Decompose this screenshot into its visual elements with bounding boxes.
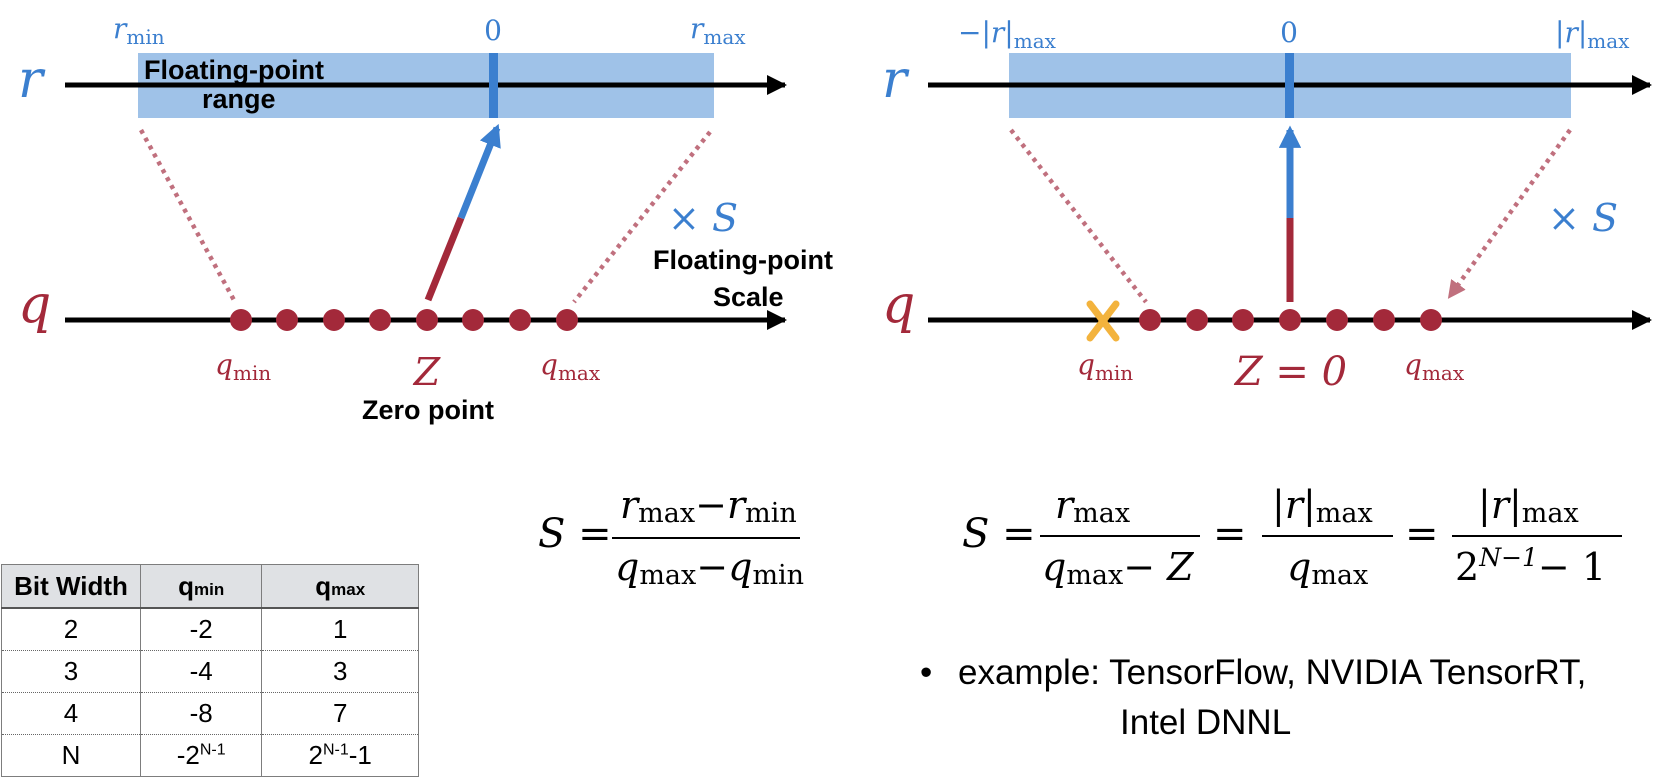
- formula-right-eq3: =: [1405, 511, 1439, 557]
- right-r-zero-label: 0: [1280, 16, 1298, 49]
- example-line2: Intel DNNL: [1120, 703, 1292, 742]
- left-dotted-max-line: [572, 130, 712, 304]
- formula-right-f3-denominator: 2N−1− 1: [1455, 543, 1606, 589]
- table-row: 4 -8 7: [1, 692, 419, 735]
- left-dotted-min-line: [139, 128, 237, 304]
- left-scale-label-line1: Floating-point: [653, 245, 833, 275]
- left-q-point: [230, 309, 252, 331]
- right-r-axis-label: r: [882, 50, 910, 110]
- left-scale-symbol: × S: [668, 196, 738, 240]
- right-q-point: [1279, 309, 1301, 331]
- left-q-point: [509, 309, 531, 331]
- cell-bits: 3: [1, 650, 141, 693]
- cell-bits: N: [1, 734, 141, 777]
- formula-right-f1-denominator: qmax− Z: [1042, 545, 1194, 591]
- left-q-min-label: qmin: [215, 348, 271, 385]
- left-zero-point-label: Zero point: [362, 395, 494, 425]
- x-mark-icon: [1086, 300, 1120, 342]
- left-r-max-label: rmax: [690, 12, 746, 49]
- table-row: 2 -2 1: [1, 608, 419, 651]
- left-q-point: [462, 309, 484, 331]
- left-diagram: r rmin 0 rmax Floating-point range q: [18, 12, 833, 425]
- left-q-point: [323, 309, 345, 331]
- formula-left-numerator: rmax−rmin: [620, 483, 797, 529]
- table-header-row: Bit Width qmin qmax: [1, 564, 419, 609]
- formula-right-eq2: =: [1213, 511, 1247, 557]
- right-dotted-min-line: [1009, 128, 1148, 304]
- left-q-max-label: qmax: [540, 348, 601, 385]
- formula-right-lhs: S =: [962, 511, 1036, 557]
- left-q-point: [369, 309, 391, 331]
- right-q-min-label: qmin: [1077, 348, 1133, 385]
- right-r-neg-max-label: −|r|max: [958, 16, 1057, 53]
- left-r-zero-label: 0: [484, 14, 502, 47]
- right-dotted-max-line: [1447, 128, 1572, 299]
- cell-qmin: -2N-1: [140, 734, 263, 777]
- right-q-point: [1186, 309, 1208, 331]
- left-range-label-line2: range: [202, 84, 276, 114]
- cell-qmin: -4: [140, 650, 263, 693]
- left-range-label-line1: Floating-point: [144, 55, 324, 85]
- left-q-points: [230, 309, 578, 331]
- left-q-axis-label: q: [18, 275, 51, 335]
- left-r-axis-label: r: [18, 50, 46, 110]
- right-q-point: [1232, 309, 1254, 331]
- right-q-point: [1326, 309, 1348, 331]
- right-z-eq-label: Z = 0: [1233, 349, 1347, 395]
- left-zero-arrow-blue: [457, 123, 501, 220]
- cell-qmin: -8: [140, 692, 263, 735]
- left-q-point: [276, 309, 298, 331]
- formula-right-f3-numerator: |r|max: [1478, 483, 1579, 529]
- left-r-min-label: rmin: [113, 12, 165, 49]
- formula-right-f1-numerator: rmax: [1055, 483, 1130, 529]
- bit-width-table: Bit Width qmin qmax 2 -2 1 3 -4 3 4 -8 7…: [1, 564, 419, 777]
- header-bit-width: Bit Width: [1, 564, 141, 609]
- left-q-point: [556, 309, 578, 331]
- left-r-zero-marker: [489, 53, 498, 118]
- formula-right-f2-numerator: |r|max: [1272, 483, 1373, 529]
- cell-qmax: 2N-1-1: [261, 734, 419, 777]
- left-scale-label-line2: Scale: [713, 282, 784, 312]
- right-q-max-label: qmax: [1404, 348, 1465, 385]
- cell-bits: 2: [1, 608, 141, 651]
- right-r-abs-max-label: |r|max: [1555, 16, 1630, 53]
- right-q-points: [1139, 309, 1442, 331]
- right-q-point: [1373, 309, 1395, 331]
- header-q-min: qmin: [140, 564, 263, 609]
- cell-qmax: 7: [261, 692, 419, 735]
- formula-left-denominator: qmax−qmin: [615, 545, 804, 591]
- left-zero-arrow-red: [424, 216, 465, 302]
- table-row: 3 -4 3: [1, 650, 419, 693]
- example-line1: example: TensorFlow, NVIDIA TensorRT,: [958, 653, 1587, 692]
- bullet-icon: •: [920, 653, 933, 692]
- scale-formula-symmetric: S = rmax qmax− Z = |r|max qmax = |r|max …: [962, 483, 1622, 591]
- cell-qmin: -2: [140, 608, 263, 651]
- right-q-point: [1420, 309, 1442, 331]
- right-scale-symbol: × S: [1548, 196, 1618, 240]
- right-q-point: [1139, 309, 1161, 331]
- right-q-axis-label: q: [882, 275, 915, 335]
- table-row: N -2N-1 2N-1-1: [1, 734, 419, 777]
- left-q-point: [416, 309, 438, 331]
- formula-right-f2-denominator: qmax: [1287, 545, 1368, 591]
- header-q-max: qmax: [261, 564, 419, 609]
- right-r-zero-marker: [1285, 53, 1294, 118]
- cell-qmax: 1: [261, 608, 419, 651]
- cell-bits: 4: [1, 692, 141, 735]
- formula-left-lhs: S =: [538, 511, 612, 557]
- right-diagram: r −|r|max 0 |r|max q: [882, 16, 1652, 395]
- left-z-label: Z: [413, 350, 441, 394]
- scale-formula-asymmetric: S = rmax−rmin qmax−qmin: [538, 483, 804, 591]
- cell-qmax: 3: [261, 650, 419, 693]
